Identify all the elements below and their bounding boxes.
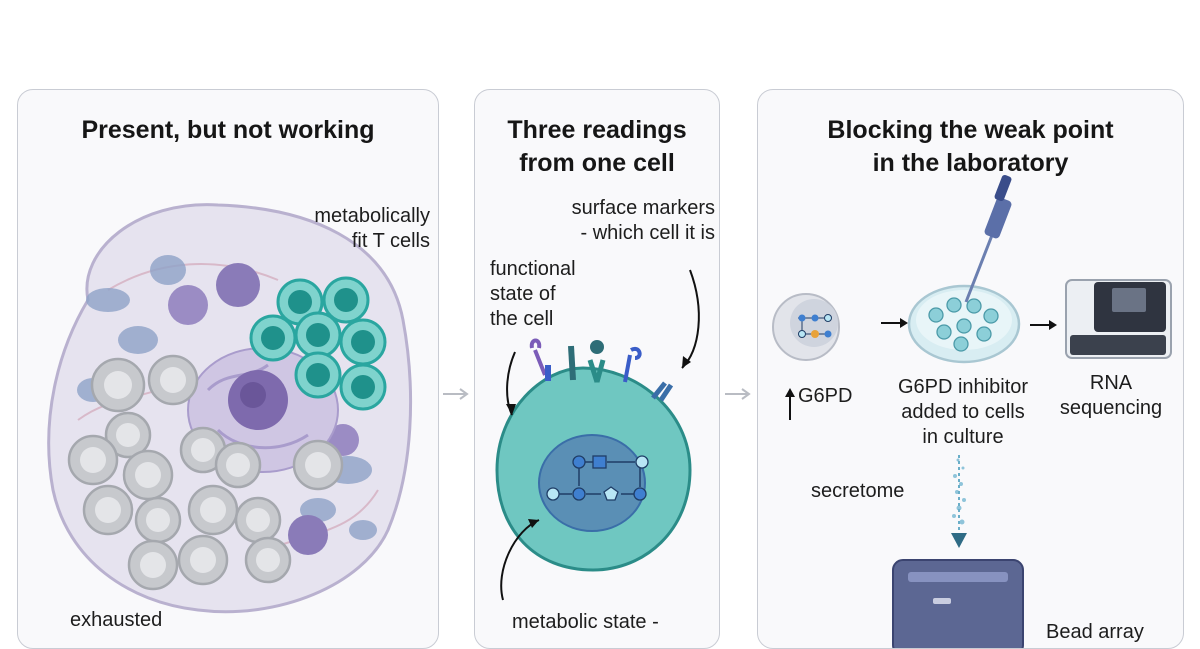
surface-receptor (651, 381, 674, 402)
panel-3-title: Blocking the weak point in the laborator… (827, 116, 1114, 177)
cell-readout-illustration (495, 269, 700, 601)
pathway-node (572, 487, 586, 501)
tumor-illustration (47, 203, 413, 614)
panel-lab-inhibition: Blocking the weak point in the laborator… (757, 89, 1184, 649)
exhausted-label: exhausted (70, 609, 163, 631)
panel-2-title: Three readings from one cell (507, 116, 687, 177)
stromal-cell (86, 288, 130, 312)
cultured-cell (966, 298, 982, 314)
surface-markers-label: surface markers - which cell it is (571, 197, 715, 244)
pathway-node (572, 455, 586, 469)
secretome-arrow (951, 455, 967, 548)
surface-receptor (568, 345, 576, 381)
cultured-cell (983, 308, 999, 324)
stromal-cell (150, 255, 186, 285)
fit-t-cells-label: metabolically fit T cells (314, 205, 430, 252)
surface-markers-arrow (681, 269, 700, 369)
bead-array-instrument-icon (892, 559, 1024, 648)
macrophage (216, 263, 260, 307)
pipette-icon (964, 174, 1012, 303)
stromal-cell (118, 326, 158, 354)
macrophage (168, 285, 208, 325)
pathway-node (592, 455, 607, 469)
cell-nucleus (538, 434, 646, 532)
surface-receptor (590, 340, 604, 354)
surface-receptor (545, 365, 551, 381)
rna-sequencing-label: RNA sequencing (1059, 372, 1163, 419)
metabolic-state-label: metabolic state - (512, 611, 659, 633)
inhibitor-label: G6PD inhibitor added to cells in culture (897, 376, 1029, 448)
pathway-node (633, 487, 647, 501)
bead-array-label: Bead array (1046, 621, 1144, 643)
functional-state-label: functional state of the cell (490, 258, 576, 330)
pathway-node (603, 486, 619, 501)
surface-receptor (623, 346, 642, 383)
panel-connector-arrow-2 (725, 388, 751, 400)
macrophage (288, 515, 328, 555)
panel-1-title: Present, but not working (81, 116, 375, 144)
cultured-cell (976, 326, 992, 342)
cultured-cell (936, 324, 952, 340)
panel-tumor-microenvironment: Present, but not working (17, 89, 439, 649)
g6pd-label: G6PD (798, 385, 853, 407)
lab-workflow-illustration (772, 174, 1172, 648)
cultured-cell (956, 318, 972, 334)
pathway-node (635, 455, 649, 469)
pathway-node (546, 487, 560, 501)
cultured-cell (953, 336, 969, 352)
panel-single-cell-readout: Three readings from one cell (474, 89, 720, 649)
cultured-cell (946, 297, 962, 313)
sequencer-icon (1065, 279, 1172, 359)
cultured-cell (928, 307, 944, 323)
stromal-cell (349, 520, 377, 540)
secretome-label: secretome (811, 480, 905, 502)
surface-receptor (529, 338, 547, 376)
surface-receptor (587, 359, 606, 383)
panel-connector-arrow-1 (443, 388, 469, 400)
